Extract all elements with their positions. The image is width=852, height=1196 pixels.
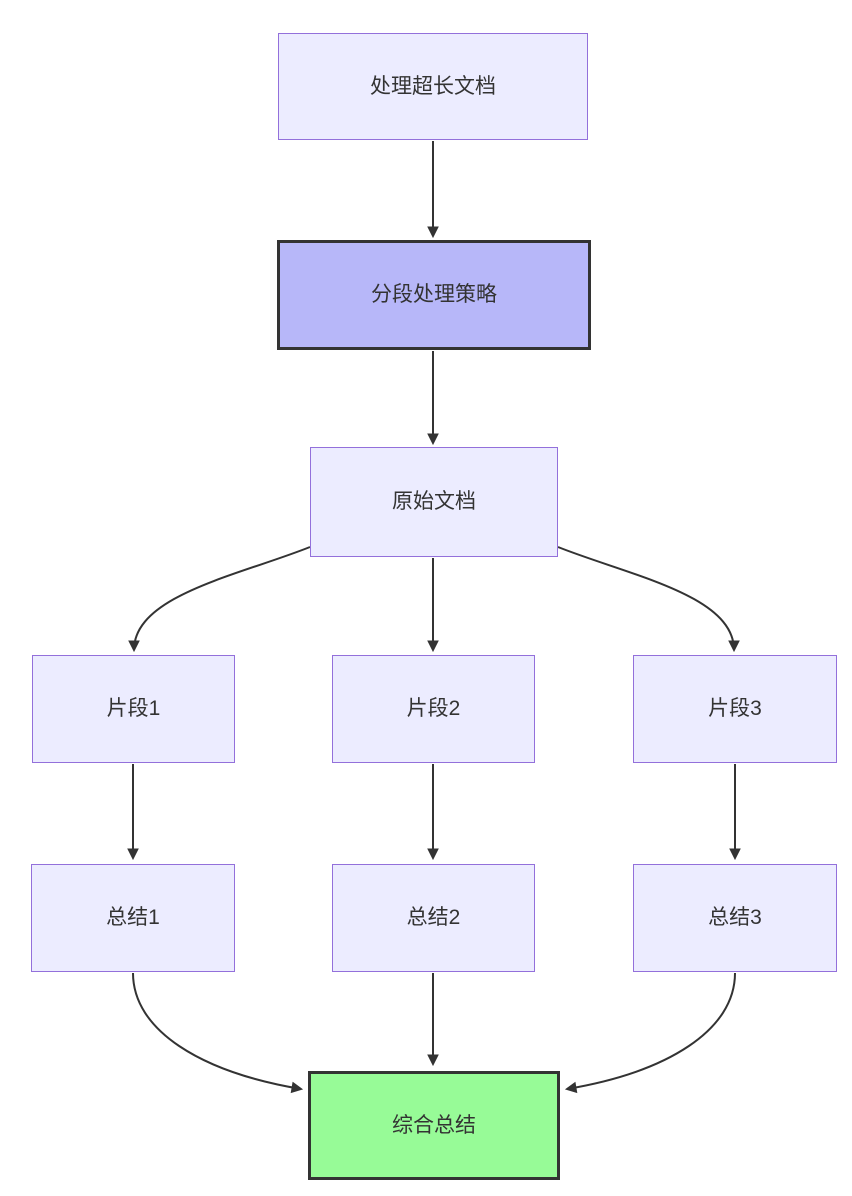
edge-g-j [132, 972, 301, 1089]
node-handle-long-document: 处理超长文档 [278, 33, 588, 140]
node-label: 总结3 [708, 906, 762, 930]
edge-c-f [557, 546, 734, 650]
node-label: 片段2 [406, 697, 461, 721]
node-label: 片段1 [106, 697, 161, 721]
node-label: 综合总结 [392, 1113, 476, 1137]
node-label: 处理超长文档 [370, 74, 496, 98]
node-summary-2: 总结2 [332, 864, 535, 972]
node-summary-3: 总结3 [633, 864, 837, 972]
node-label: 总结2 [406, 906, 461, 930]
node-label: 片段3 [708, 697, 762, 721]
node-fragment-3: 片段3 [633, 655, 837, 763]
node-segmented-processing-strategy: 分段处理策略 [277, 240, 591, 350]
node-label: 原始文档 [392, 490, 476, 514]
node-summary-1: 总结1 [31, 864, 235, 972]
node-final-summary: 综合总结 [308, 1071, 560, 1180]
node-label: 总结1 [106, 906, 160, 930]
node-fragment-1: 片段1 [32, 655, 235, 763]
node-label: 分段处理策略 [371, 283, 497, 307]
node-fragment-2: 片段2 [332, 655, 535, 763]
node-original-document: 原始文档 [310, 447, 558, 557]
edge-i-j [567, 972, 736, 1089]
edge-c-d [134, 546, 311, 650]
